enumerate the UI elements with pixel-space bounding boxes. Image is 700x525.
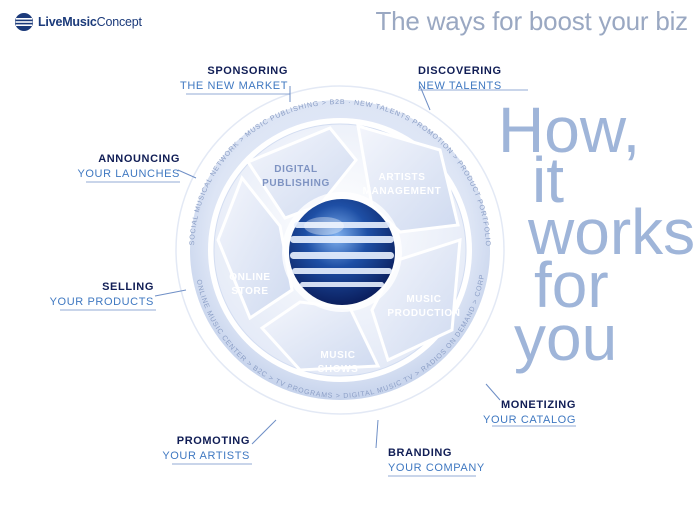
label-sponsoring: SPONSORING THE NEW MARKET <box>180 64 288 94</box>
logo-globe-icon <box>15 13 33 31</box>
headline-word-for: for <box>534 249 609 321</box>
label-sponsoring-subtitle: THE NEW MARKET <box>180 80 289 92</box>
arrow-music-shows <box>259 300 381 372</box>
segment-music-production-line2: PRODUCTION <box>387 308 460 319</box>
label-announcing-title: ANNOUNCING <box>98 153 180 165</box>
segment-music-shows-line2: SHOWS <box>318 364 359 375</box>
segment-arrows <box>216 123 462 372</box>
label-discovering-title: DISCOVERING <box>418 65 502 77</box>
segment-online-store-line2: STORE <box>231 286 268 297</box>
segment-music-production-line1: MUSIC <box>406 294 441 305</box>
label-branding-subtitle: YOUR COMPANY <box>388 462 485 474</box>
connector-announcing <box>177 169 197 179</box>
tagline: The ways for boost your biz <box>375 6 688 36</box>
label-discovering-subtitle: NEW TALENTS <box>418 80 502 92</box>
segment-labels: DIGITAL PUBLISHING ARTISTS MANAGEMENT MU… <box>229 164 460 375</box>
label-selling-title: SELLING <box>102 281 154 293</box>
logo-part-music: Music <box>62 15 97 29</box>
segment-music-shows-line1: MUSIC <box>320 350 355 361</box>
headline-word-works: works <box>528 196 696 268</box>
logo-part-concept: Concept <box>96 15 142 29</box>
label-announcing-subtitle: YOUR LAUNCHES <box>77 168 180 180</box>
label-discovering: DISCOVERING NEW TALENTS <box>418 64 528 94</box>
segment-artists-management-line2: MANAGEMENT <box>363 186 442 197</box>
label-sponsoring-title: SPONSORING <box>207 65 288 77</box>
segment-artists-management-line1: ARTISTS <box>379 172 426 183</box>
connector-branding <box>375 419 379 449</box>
headline-word-how: How, <box>498 94 641 166</box>
connector-promoting <box>251 419 277 445</box>
label-promoting: PROMOTING YOUR ARTISTS <box>148 434 250 464</box>
arrow-digital-publishing <box>245 126 358 220</box>
label-selling-subtitle: YOUR PRODUCTS <box>49 296 154 308</box>
label-selling: SELLING YOUR PRODUCTS <box>40 280 154 310</box>
segment-digital-publishing-line2: PUBLISHING <box>262 178 330 189</box>
arrow-online-store <box>216 175 294 321</box>
label-promoting-title: PROMOTING <box>176 435 250 447</box>
label-announcing: ANNOUNCING YOUR LAUNCHES <box>62 152 180 182</box>
logo: LiveMusicConcept <box>14 12 142 32</box>
label-monetizing-title: MONETIZING <box>500 399 576 411</box>
headline-word-it: it <box>532 144 564 216</box>
outer-ring-line <box>175 85 505 415</box>
label-monetizing-subtitle: YOUR CATALOG <box>483 414 576 426</box>
segment-digital-publishing-line1: DIGITAL <box>274 164 317 175</box>
segment-online-store-line1: ONLINE <box>229 272 270 283</box>
connector-monetizing <box>485 383 501 401</box>
label-branding-title: BRANDING <box>388 447 453 459</box>
label-branding: BRANDING YOUR COMPANY <box>388 446 494 476</box>
connector-selling <box>154 289 187 297</box>
logo-part-live: Live <box>38 15 63 29</box>
label-promoting-subtitle: YOUR ARTISTS <box>162 450 250 462</box>
headline-word-you: you <box>514 302 618 374</box>
logo-text: LiveMusicConcept <box>38 15 142 29</box>
label-monetizing: MONETIZING YOUR CATALOG <box>470 398 576 428</box>
globe-icon <box>282 192 402 312</box>
arrow-artists-management <box>356 123 460 234</box>
